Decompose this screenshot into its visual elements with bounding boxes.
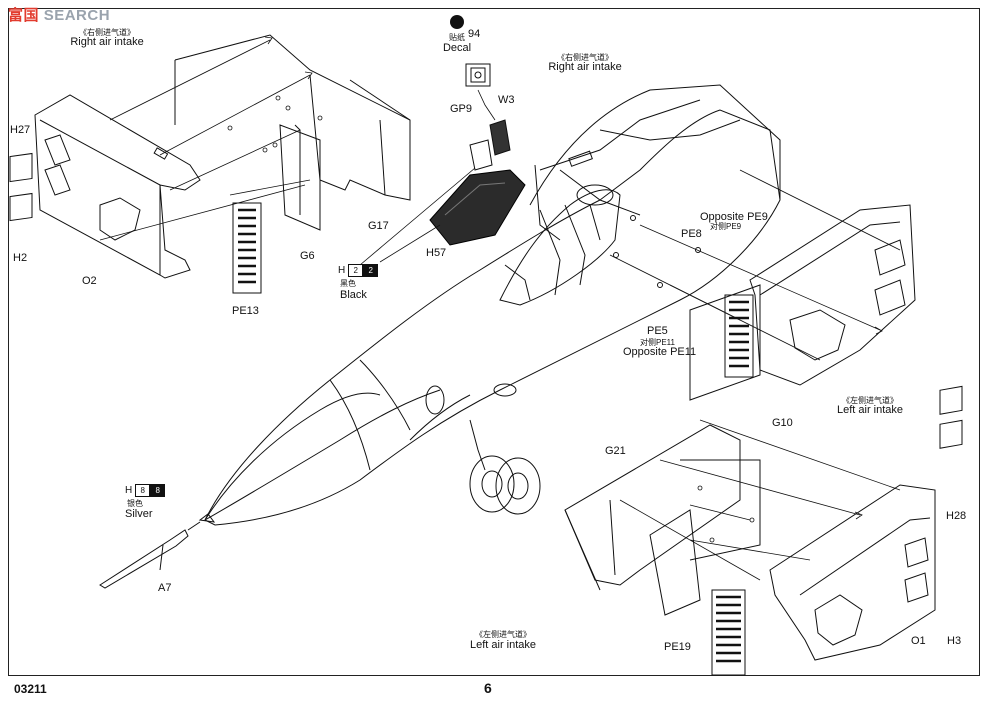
paint-black-en-label: Black xyxy=(340,289,367,301)
kit-code: 03211 xyxy=(14,682,47,696)
assembly-arrows-right xyxy=(609,169,901,361)
photo-etch-pe19 xyxy=(711,589,746,676)
watermark-logo-text: 富国 xyxy=(8,7,40,24)
aircraft-fuselage xyxy=(198,84,781,526)
paint-silver-cn-label: 银色 xyxy=(127,499,143,508)
watermark-site-text: SEARCH xyxy=(43,7,111,24)
part-label-h2: H2 xyxy=(13,252,28,264)
left-air-intake-bottom-cn-label: 《左侧进气道》 xyxy=(475,630,531,639)
part-label-a7: A7 xyxy=(158,582,172,594)
part-label-h27: H27 xyxy=(10,124,31,136)
assembly-arrows-bottom xyxy=(619,419,901,581)
part-label-o1: O1 xyxy=(911,635,926,647)
part-label-h57: H57 xyxy=(426,247,447,259)
paint-silver-prefix: H xyxy=(125,485,133,496)
right-air-intake-en-label: Right air intake xyxy=(70,36,144,48)
intake-cover-o1 xyxy=(769,484,936,661)
part-label-pe19: PE19 xyxy=(664,641,691,653)
decal-en-label: Decal xyxy=(442,42,472,54)
part-label-o2: O2 xyxy=(82,275,97,287)
left-air-intake-bottom-en-label: Left air intake xyxy=(469,639,537,651)
intake-panel-g10 xyxy=(649,459,761,616)
photo-etch-pe-right xyxy=(689,284,761,401)
opposite-pe11-cn-label: 对侧PE11 xyxy=(640,338,675,347)
decal-number-label: 94 xyxy=(468,28,481,40)
decal-leader-lines xyxy=(359,89,496,266)
paint-black-codes: H 2 2 xyxy=(338,264,379,277)
part-label-gp9: GP9 xyxy=(450,103,473,115)
part-h57 xyxy=(429,169,526,246)
intake-cover-right xyxy=(749,204,916,386)
part-label-h28: H28 xyxy=(946,510,967,522)
part-label-g10: G10 xyxy=(772,417,793,429)
decal-h2 xyxy=(9,192,33,222)
paint-silver-code-b: 8 xyxy=(150,484,166,497)
intake-panel-g6 xyxy=(279,124,321,231)
part-label-h3: H3 xyxy=(947,635,962,647)
paint-silver-codes: H 8 8 xyxy=(125,484,166,497)
decal-h28 xyxy=(939,385,963,415)
intake-panel-g17 xyxy=(174,34,411,201)
page-border xyxy=(8,8,980,676)
nose-landing-gear xyxy=(469,419,541,515)
right-air-intake-cn-label: 《右侧进气道》 xyxy=(79,28,135,37)
left-air-intake-right-en-label: Left air intake xyxy=(836,404,904,416)
part-label-pe5: PE5 xyxy=(647,325,668,337)
part-label-pe8: PE8 xyxy=(681,228,702,240)
paint-black-code-a: 2 xyxy=(348,264,364,277)
part-gp9 xyxy=(469,139,493,171)
decal-h27 xyxy=(9,152,33,183)
decal-cn-label: 贴纸 xyxy=(449,33,465,42)
part-w3 xyxy=(489,119,511,156)
opposite-pe9-en-label: Opposite PE9 xyxy=(700,211,768,223)
decal-icon xyxy=(450,15,464,29)
right-air-intake-top-cn-label: 《右侧进气道》 xyxy=(557,53,613,62)
assembly-arrows-top-left xyxy=(99,36,323,241)
page-number: 6 xyxy=(484,680,492,696)
photo-etch-pe13 xyxy=(232,202,262,294)
pitot-probe-a7 xyxy=(99,521,201,589)
opposite-pe9-cn-label: 对侧PE9 xyxy=(710,222,742,231)
part-label-g6: G6 xyxy=(300,250,315,262)
paint-silver-code-a: 8 xyxy=(135,484,151,497)
paint-black-code-b: 2 xyxy=(363,264,379,277)
part-label-g21: G21 xyxy=(605,445,626,457)
paint-black-prefix: H xyxy=(338,265,346,276)
intake-cover-o2 xyxy=(34,94,201,279)
paint-black-cn-label: 黑色 xyxy=(340,279,356,288)
part-label-w3: W3 xyxy=(498,94,515,106)
intake-panel-g21 xyxy=(564,424,741,591)
watermark-logo: 富国 SEARCH xyxy=(8,4,110,25)
decal-94-shape xyxy=(465,63,491,87)
paint-silver-en-label: Silver xyxy=(125,508,153,520)
part-label-g17: G17 xyxy=(368,220,389,232)
part-label-pe13: PE13 xyxy=(232,305,259,317)
right-air-intake-top-en-label: Right air intake xyxy=(548,61,622,73)
opposite-pe11-en-label: Opposite PE11 xyxy=(623,346,697,358)
left-air-intake-right-cn-label: 《左侧进气道》 xyxy=(842,396,898,405)
decal-h3 xyxy=(939,419,963,449)
